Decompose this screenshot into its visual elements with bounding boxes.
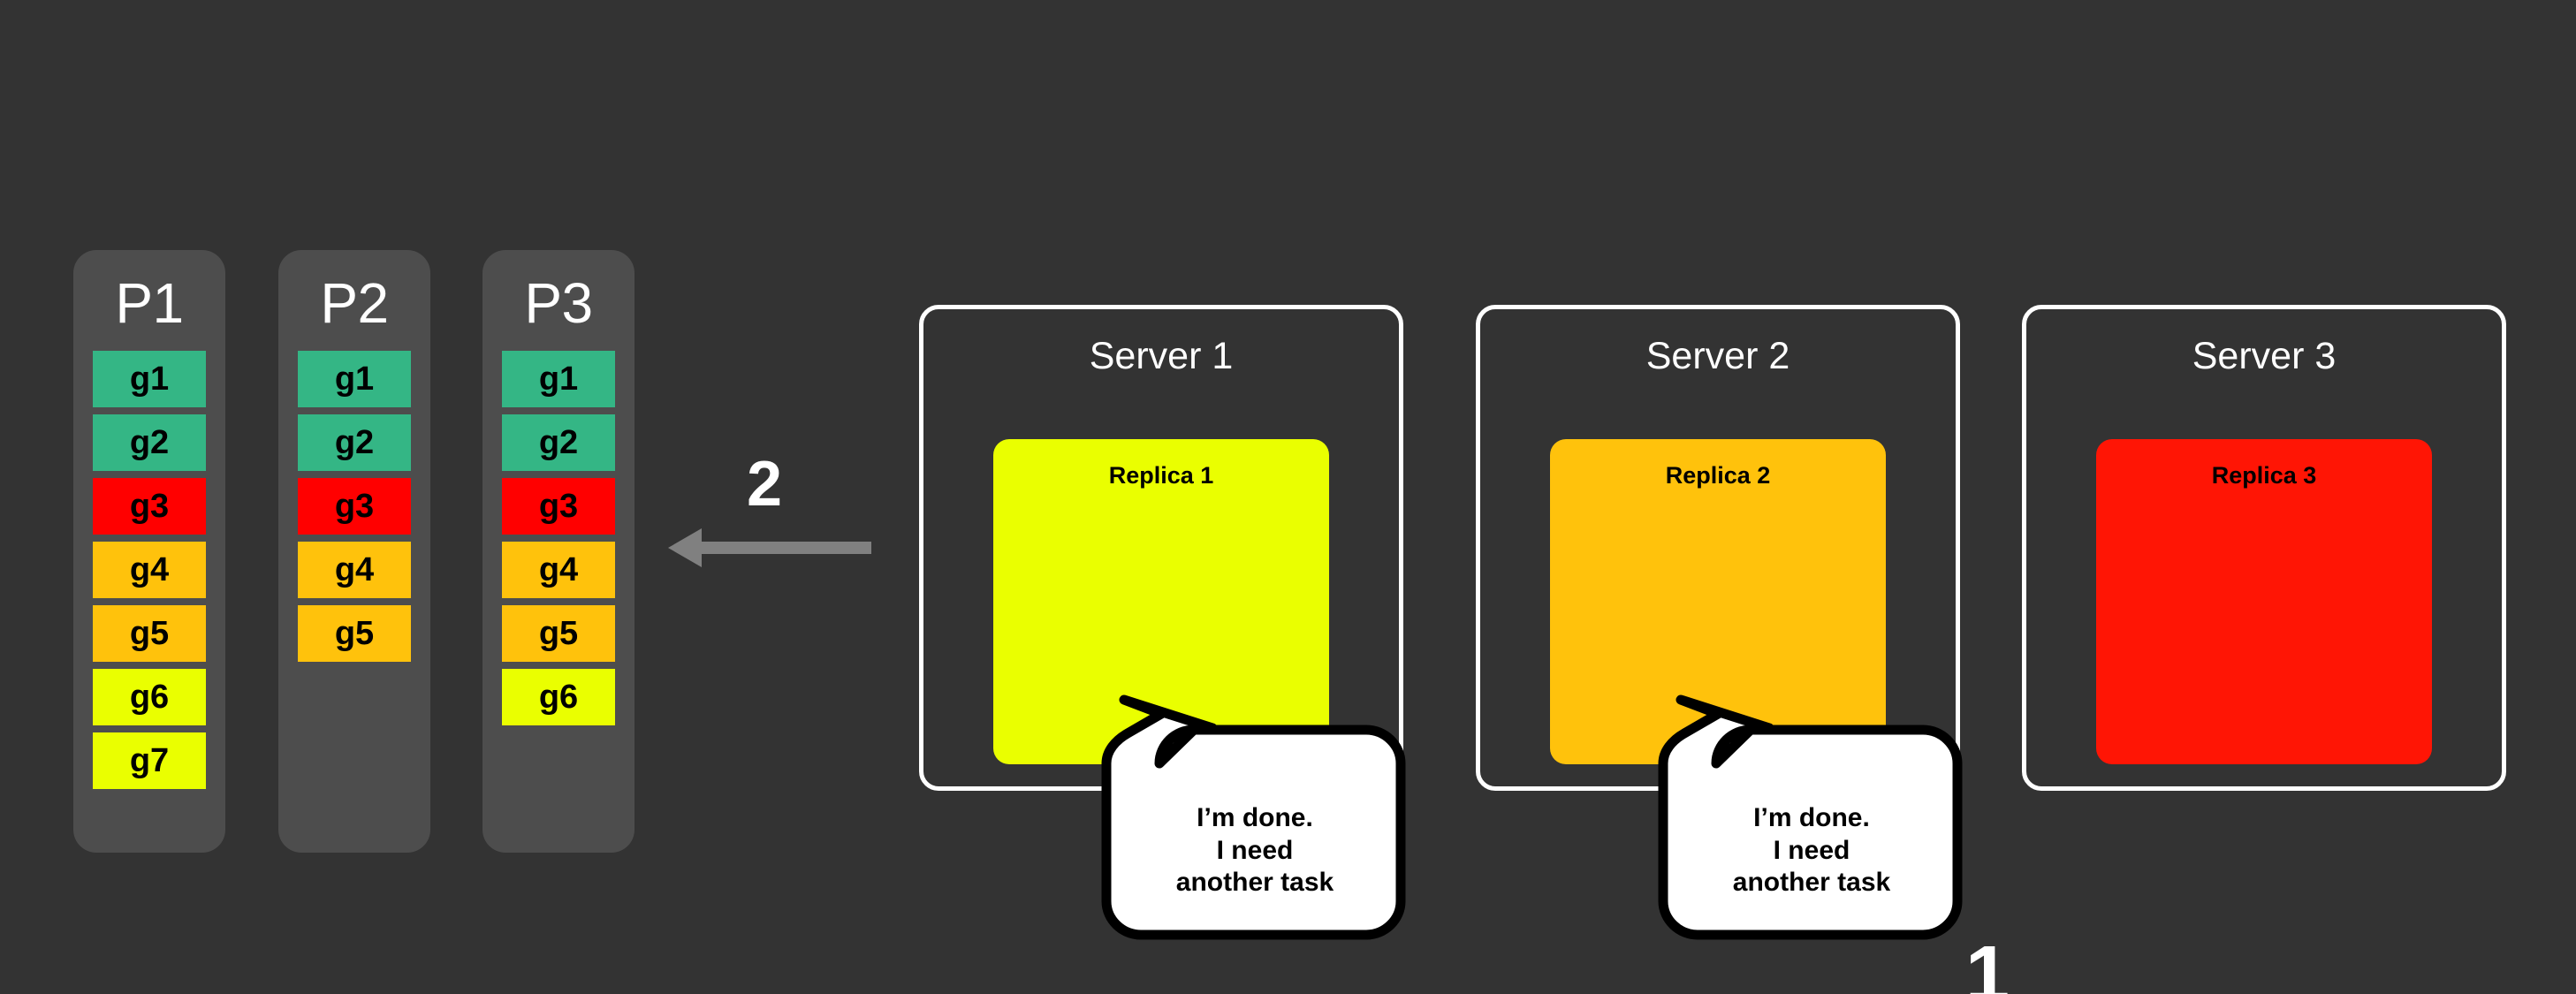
task-block[interactable]: g5 xyxy=(93,605,206,662)
task-block[interactable]: g7 xyxy=(93,732,206,789)
speech-bubble-text-2: I’m done. I need another task xyxy=(1661,802,1962,899)
bubble-line-1: I’m done. xyxy=(1753,803,1870,832)
server-label-1: Server 1 xyxy=(1089,335,1234,377)
bubble-line-2: I need xyxy=(1216,835,1294,865)
partition-label-p2: P2 xyxy=(320,271,389,335)
bubble-line-2: I need xyxy=(1773,835,1850,865)
task-block[interactable]: g3 xyxy=(298,478,411,535)
task-block[interactable]: g1 xyxy=(298,351,411,407)
partition-column-p1[interactable]: P1 g1 g2 g3 g4 g5 g6 g7 xyxy=(73,250,225,853)
server-label-3: Server 3 xyxy=(2192,335,2337,377)
task-block[interactable]: g2 xyxy=(502,414,615,471)
speech-bubble-shape xyxy=(1101,694,1406,940)
task-list-p3: g1 g2 g3 g4 g5 g6 xyxy=(483,351,635,725)
speech-bubble-text-1: I’m done. I need another task xyxy=(1105,802,1405,899)
replica-box-3[interactable]: Replica 3 xyxy=(2096,439,2432,764)
task-block[interactable]: g5 xyxy=(298,605,411,662)
partition-label-p3: P3 xyxy=(524,271,593,335)
replica-label-1: Replica 1 xyxy=(1108,462,1214,489)
task-block[interactable]: g1 xyxy=(502,351,615,407)
bubble-line-3: another task xyxy=(1175,868,1334,898)
task-block[interactable]: g2 xyxy=(298,414,411,471)
replica-label-3: Replica 3 xyxy=(2211,462,2317,489)
assign-task-arrow xyxy=(668,521,871,574)
step-number-1: 1 xyxy=(1965,930,2010,994)
step-number-2: 2 xyxy=(747,449,783,520)
task-list-p1: g1 g2 g3 g4 g5 g6 g7 xyxy=(73,351,225,789)
task-block[interactable]: g4 xyxy=(502,542,615,598)
task-block[interactable]: g4 xyxy=(298,542,411,598)
task-block[interactable]: g5 xyxy=(502,605,615,662)
task-block[interactable]: g2 xyxy=(93,414,206,471)
replica-label-2: Replica 2 xyxy=(1665,462,1771,489)
speech-bubble-server-1[interactable]: I’m done. I need another task xyxy=(1101,689,1406,945)
bubble-line-1: I’m done. xyxy=(1197,803,1313,832)
task-block[interactable]: g3 xyxy=(502,478,615,535)
bubble-line-3: another task xyxy=(1732,868,1891,898)
partition-column-p2[interactable]: P2 g1 g2 g3 g4 g5 xyxy=(278,250,430,853)
task-block[interactable]: g1 xyxy=(93,351,206,407)
task-block[interactable]: g4 xyxy=(93,542,206,598)
speech-bubble-shape xyxy=(1658,694,1963,940)
partition-column-p3[interactable]: P3 g1 g2 g3 g4 g5 g6 xyxy=(483,250,635,853)
arrow-left-icon xyxy=(668,528,871,567)
task-block[interactable]: g3 xyxy=(93,478,206,535)
server-label-2: Server 2 xyxy=(1645,335,1790,377)
task-block[interactable]: g6 xyxy=(502,669,615,725)
task-list-p2: g1 g2 g3 g4 g5 xyxy=(278,351,430,662)
partition-label-p1: P1 xyxy=(115,271,184,335)
speech-bubble-server-2[interactable]: I’m done. I need another task xyxy=(1658,689,1963,945)
task-block[interactable]: g6 xyxy=(93,669,206,725)
